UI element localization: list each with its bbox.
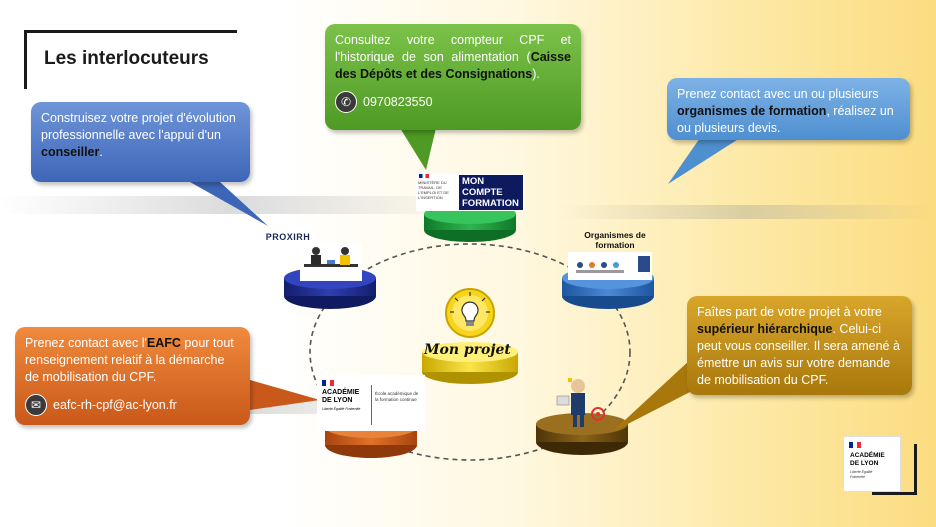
orbit-dashed-circle bbox=[309, 243, 631, 461]
french-flag-icon bbox=[322, 380, 334, 386]
lightbulb-icon bbox=[445, 288, 495, 338]
training-illustration bbox=[568, 252, 652, 280]
bubble-bold: supérieur hiérarchique bbox=[697, 322, 833, 336]
proxirh-logo[interactable]: PROXIRH bbox=[266, 226, 310, 248]
bubble-text-end: pour tout renseignement relatif à la dém… bbox=[25, 336, 234, 384]
bubble-conseiller: Construisez votre projet d'évolution pro… bbox=[31, 102, 250, 182]
school-name: École académique de la formation continu… bbox=[375, 391, 419, 402]
brand-line: COMPTE bbox=[462, 187, 503, 198]
ministry-label: MINISTÈRE DU TRAVAIL, DE L'EMPLOI ET DE … bbox=[418, 180, 449, 200]
academie-line: DE LYON bbox=[322, 397, 353, 404]
email-icon: ✉ bbox=[25, 394, 47, 416]
brand-line: MON bbox=[462, 176, 485, 187]
academie-name: ACADÉMIE DE LYON Liberté Égalité Fratern… bbox=[322, 389, 362, 412]
eafc-logo[interactable]: ACADÉMIE DE LYON Liberté Égalité Fratern… bbox=[317, 375, 425, 431]
bubble-text: Prenez contact avec un ou plusieurs bbox=[677, 87, 879, 101]
bubble-cpf: Consultez votre compteur CPF et l'histor… bbox=[325, 24, 581, 130]
meeting-illustration bbox=[300, 243, 362, 281]
academie-line: ACADÉMIE bbox=[850, 452, 885, 459]
organismes-label: Organismes de formation bbox=[584, 230, 646, 250]
pedestal-superieur[interactable] bbox=[536, 413, 628, 455]
bubble-tail-superieur bbox=[612, 360, 690, 432]
pedestal-mon-projet[interactable] bbox=[422, 342, 518, 384]
email-address[interactable]: eafc-rh-cpf@ac-lyon.fr bbox=[53, 397, 177, 412]
motto: Liberté Égalité Fraternité bbox=[850, 470, 873, 479]
center-label: Mon projet bbox=[424, 342, 511, 358]
bubble-tail-cpf bbox=[400, 128, 436, 170]
brand-block: MON COMPTE FORMATION bbox=[459, 175, 523, 210]
bubble-text: Consultez votre compteur CPF et l'histor… bbox=[335, 33, 571, 64]
title-frame bbox=[24, 30, 237, 89]
motto: Liberté Égalité Fraternité bbox=[322, 407, 361, 411]
divider bbox=[371, 385, 372, 425]
bubble-text: Construisez votre projet d'évolution pro… bbox=[41, 111, 236, 142]
bubble-bold: EAFC bbox=[146, 336, 181, 350]
page-title: Les interlocuteurs bbox=[44, 48, 209, 69]
bubble-text: Faîtes part de votre projet à votre bbox=[697, 305, 882, 319]
bubble-bold: conseiller bbox=[41, 145, 100, 159]
french-flag-icon bbox=[849, 442, 861, 448]
bubble-text-end: . Celui-ci peut vous conseiller. Il sera… bbox=[697, 322, 900, 387]
academie-line: DE LYON bbox=[850, 459, 879, 467]
mon-compte-formation-logo[interactable]: MINISTÈRE DU TRAVAIL, DE L'EMPLOI ET DE … bbox=[416, 174, 524, 211]
bubble-organismes: Prenez contact avec un ou plusieurs orga… bbox=[667, 78, 910, 140]
bubble-text-end: . bbox=[99, 145, 103, 159]
manager-illustration bbox=[556, 378, 605, 427]
corner-frame bbox=[872, 444, 917, 495]
phone-icon: ✆ bbox=[335, 91, 357, 113]
bubble-bold: organismes de formation bbox=[677, 104, 827, 118]
bubble-text-end: , réalisez un ou plusieurs devis. bbox=[677, 104, 894, 135]
bubble-superieur: Faîtes part de votre projet à votre supé… bbox=[687, 296, 912, 395]
bubble-text-end: ). bbox=[532, 67, 540, 81]
phone-number[interactable]: 0970823550 bbox=[363, 94, 433, 109]
bubble-tail-organismes bbox=[668, 138, 740, 184]
brand-line: FORMATION bbox=[462, 198, 519, 209]
academie-line: ACADÉMIE bbox=[322, 389, 360, 396]
bg-streak bbox=[560, 205, 936, 219]
bubble-eafc: Prenez contact avec l'EAFC pour tout ren… bbox=[15, 327, 250, 425]
bubble-bold: Caisse des Dépôts et des Consignations bbox=[335, 50, 571, 81]
bubble-tail-conseiller bbox=[190, 182, 268, 226]
bubble-text: Prenez contact avec l' bbox=[25, 336, 147, 350]
french-flag-icon bbox=[419, 174, 429, 178]
academie-name: ACADÉMIE DE LYON bbox=[850, 452, 885, 467]
academie-lyon-logo[interactable]: ACADÉMIE DE LYON Liberté Égalité Fratern… bbox=[843, 436, 901, 492]
